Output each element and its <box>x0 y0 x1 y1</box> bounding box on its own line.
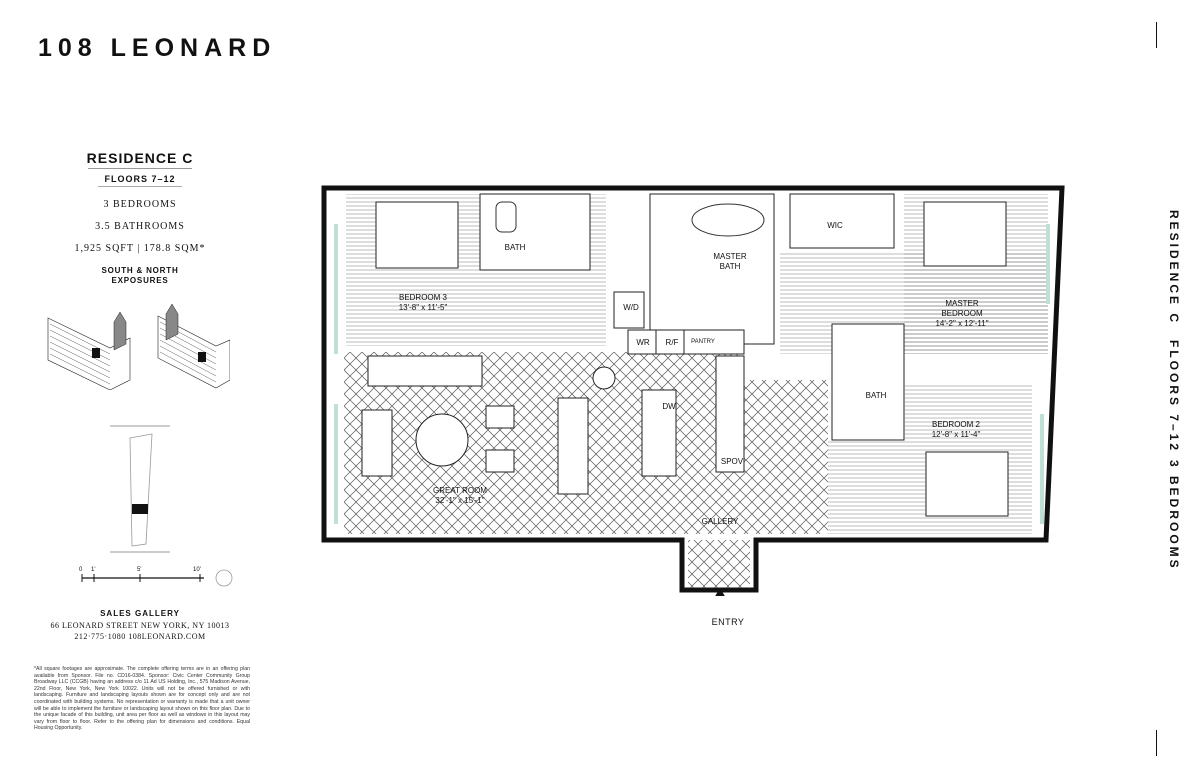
bath-1 <box>479 193 591 271</box>
wr-label: WR <box>636 338 650 347</box>
wic-label: WIC <box>827 221 843 230</box>
unit-highlight-north <box>198 352 206 362</box>
bath-1-label: BATH <box>504 243 526 252</box>
pendant-light <box>592 366 616 390</box>
unit-highlight-south <box>92 348 100 358</box>
building-key-illustration <box>47 303 230 390</box>
walk-in-closet <box>789 193 895 249</box>
exposures-line-1: SOUTH & NORTH <box>101 266 179 275</box>
vertical-title: RESIDENCE C FLOORS 7–12 3 BEDROOMS <box>1163 210 1185 571</box>
window-west-1 <box>334 224 338 354</box>
site-unit-marker <box>132 504 148 514</box>
brand-logo: 108 LEONARD <box>38 34 277 62</box>
master-bath-label-2: BATH <box>719 262 741 271</box>
kitchen-counter <box>715 355 745 473</box>
spov-label: SPOV <box>720 457 744 466</box>
master-bath <box>649 193 775 345</box>
floors-label: FLOORS 7–12 <box>104 174 176 184</box>
window-east-1 <box>1046 224 1050 304</box>
great-room-label: GREAT ROOM <box>433 486 487 495</box>
kitchen-island <box>641 389 677 477</box>
master-bedroom-label-1: MASTER <box>945 299 979 308</box>
sales-gallery-heading: SALES GALLERY <box>100 609 180 618</box>
master-bed <box>923 201 1007 267</box>
pantry-block <box>627 329 745 355</box>
dw-label: DW <box>662 402 676 411</box>
master-bedroom-dim: 14'-2" x 12'-11" <box>935 319 989 328</box>
rf-label: R/F <box>665 338 679 347</box>
scale-label-0: 0 <box>79 567 83 573</box>
scale-label-5: 5' <box>137 567 142 573</box>
north-arrow-icon <box>215 569 233 587</box>
armchair <box>361 409 393 477</box>
sales-gallery-address: 66 LEONARD STREET NEW YORK, NY 10013 <box>50 621 230 630</box>
scale-bar <box>81 569 233 587</box>
vertical-floors: FLOORS 7–12 <box>1167 340 1181 454</box>
scale-label-1: 1' <box>91 567 96 573</box>
window-west-2 <box>334 404 338 524</box>
scale-label-10: 10' <box>193 567 201 573</box>
sofa <box>367 355 483 387</box>
site-key-plan <box>110 425 170 553</box>
sales-gallery-contact: 212·775·1080 108LEONARD.COM <box>74 632 206 641</box>
bedroom-3-bed <box>375 201 459 269</box>
bath-2 <box>831 323 905 441</box>
bedroom-2-bed <box>925 451 1009 517</box>
entry-vestibule <box>688 540 750 588</box>
bedroom-2-label: BEDROOM 2 <box>931 420 980 429</box>
wd-label: W/D <box>623 303 639 312</box>
legal-disclaimer: *All square footages are approximate. Th… <box>34 666 250 732</box>
top-rule <box>1156 22 1157 48</box>
master-bedroom-label-2: BEDROOM <box>941 309 983 318</box>
bottom-rule <box>1156 730 1157 756</box>
entry-arrow-icon <box>715 588 725 596</box>
area-value: 1,925 SQFT | 178.8 SQM* <box>74 243 206 254</box>
residence-title: RESIDENCE C <box>86 150 194 166</box>
coffee-table <box>415 413 469 467</box>
dining-table <box>557 397 589 495</box>
vertical-residence: RESIDENCE C <box>1167 210 1181 326</box>
bathrooms-count: 3.5 BATHROOMS <box>95 221 185 232</box>
entry-label: ENTRY <box>711 617 745 627</box>
bath-2-label: BATH <box>865 391 887 400</box>
bedrooms-count: 3 BEDROOMS <box>103 199 177 210</box>
master-bath-label-1: MASTER <box>713 252 747 261</box>
gallery-label: GALLERY <box>701 517 739 526</box>
bedroom-3-dim: 13'-8" x 11'-5" <box>398 303 448 312</box>
great-room-dim: 32'-1" x 15'-1" <box>435 496 485 505</box>
window-east-2 <box>1040 414 1044 524</box>
floor-plan <box>321 185 1065 596</box>
washer-dryer <box>613 291 645 329</box>
bedroom-2-dim: 12'-8" x 11'-4" <box>931 430 981 439</box>
vertical-bedrooms: 3 BEDROOMS <box>1167 460 1181 571</box>
exposures-line-2: EXPOSURES <box>111 276 169 285</box>
floors-underline <box>98 186 182 187</box>
pantry-label: PANTRY <box>691 339 715 345</box>
title-underline <box>88 168 192 169</box>
bedroom-3-label: BEDROOM 3 <box>398 293 447 302</box>
